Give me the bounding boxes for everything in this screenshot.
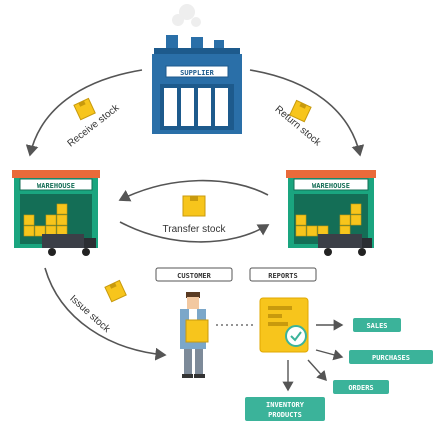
supplier-building xyxy=(152,4,242,134)
warehouse-right xyxy=(286,170,376,256)
orders-badge xyxy=(333,380,389,394)
transfer-arrow-bottom xyxy=(119,221,270,243)
warehouse-right-label: WAREHOUSE xyxy=(312,182,350,190)
stock-boxes-right xyxy=(295,203,362,237)
truck-right-icon xyxy=(318,234,372,256)
warehouse-left xyxy=(12,170,100,256)
purchases-label: PURCHASES xyxy=(372,354,410,362)
sales-label: SALES xyxy=(366,322,387,330)
sales-badge xyxy=(353,318,401,332)
reports-tag xyxy=(249,267,317,282)
flow-arrows xyxy=(25,69,365,361)
box-icon-issue xyxy=(104,279,127,303)
purchases-badge xyxy=(349,350,433,364)
box-icon-return xyxy=(289,99,312,123)
inventory-label-line1: INVENTORY xyxy=(266,401,305,409)
transfer-stock-label: Transfer stock xyxy=(163,224,227,235)
orders-label: ORDERS xyxy=(348,384,373,392)
transfer-arrow-top xyxy=(118,179,269,202)
report-document-icon xyxy=(259,297,309,353)
inventory-label-line2: PRODUCTS xyxy=(268,411,302,419)
report-arrows xyxy=(282,319,344,392)
box-icon-transfer xyxy=(182,195,206,217)
receive-arrow xyxy=(25,69,143,157)
reports-tag-label: REPORTS xyxy=(268,272,298,280)
truck-left-icon xyxy=(42,234,96,256)
customer-tag-label: CUSTOMER xyxy=(177,272,212,280)
warehouse-left-label: WAREHOUSE xyxy=(37,182,75,190)
issue-arrow xyxy=(44,267,167,361)
box-icon-receive xyxy=(73,97,96,121)
supplier-label: SUPPLIER xyxy=(180,69,215,77)
customer-figure xyxy=(180,292,209,378)
return-arrow xyxy=(249,69,365,157)
inventory-badge xyxy=(245,397,325,421)
customer-tag xyxy=(155,267,233,282)
stock-boxes-left xyxy=(23,203,68,237)
